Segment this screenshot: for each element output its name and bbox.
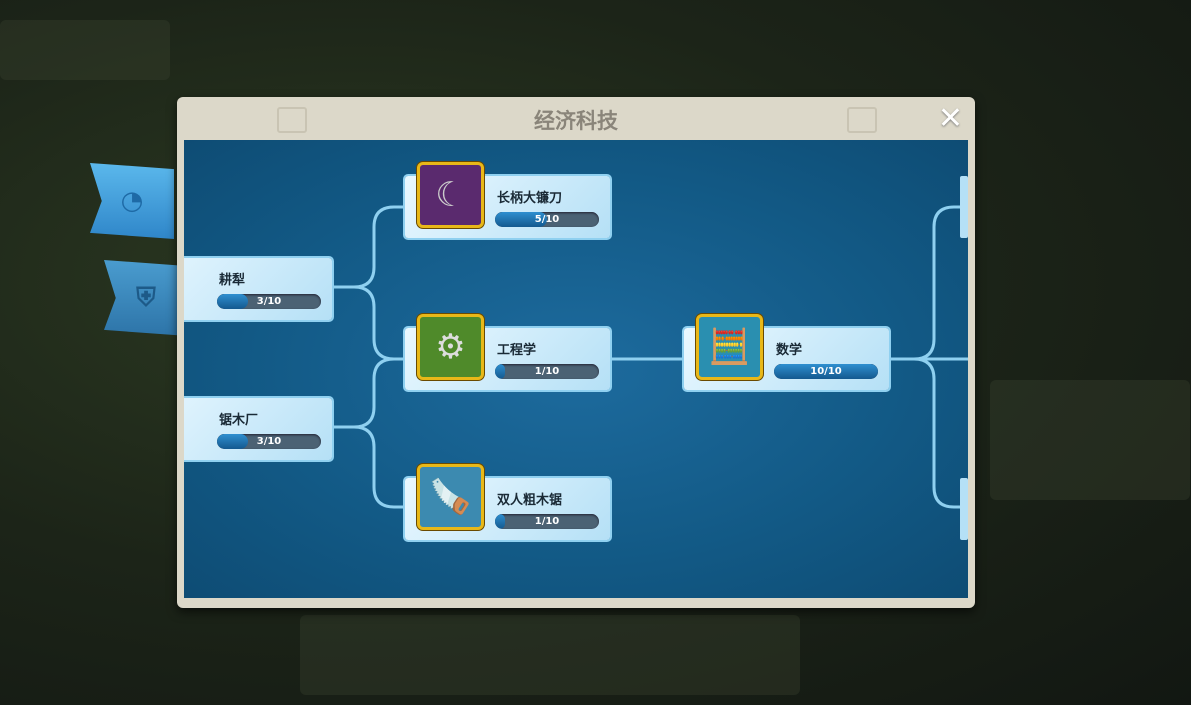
offscreen-tech-card[interactable] [960,478,968,540]
connector-line [913,205,960,361]
connector-line [913,357,960,509]
tech-name: 锯木厂 [219,413,259,428]
tech-level: 3/10 [256,436,282,447]
tech-window: 经济科技 ✕ ⚒ 耕犁 3/10 🪵 锯木厂 3/10 ☾ 长柄大镰刀 5/10… [177,97,975,608]
connector-line [332,285,405,361]
offscreen-tech-card[interactable] [960,176,968,238]
tab-economy[interactable]: ◔ [90,163,174,239]
tab-military[interactable]: ⛨ [104,260,188,336]
tech-card-plow[interactable]: ⚒ 耕犁 3/10 [184,258,332,320]
close-icon[interactable]: ✕ [937,101,963,136]
background-building [300,615,800,695]
abacus-icon: 🧮 [696,314,763,380]
tech-card-sawmill[interactable]: 🪵 锯木厂 3/10 [184,398,332,460]
progress-bar: 1/10 [495,364,599,379]
tech-name: 耕犁 [219,273,246,288]
ornament [277,107,307,133]
coin-clock-icon: ◔ [120,186,144,216]
connector-line [332,425,405,509]
tech-card-engineering[interactable]: ⚙ 工程学 1/10 [405,314,610,390]
sword-shield-icon: ⛨ [136,282,156,313]
tech-level: 10/10 [810,366,842,377]
progress-bar: 3/10 [217,294,321,309]
ornament [847,107,877,133]
tech-level: 1/10 [534,516,560,527]
saw-icon: 🪚 [417,464,484,530]
tech-card-two-man-saw[interactable]: 🪚 双人粗木锯 1/10 [405,464,610,540]
tech-name: 工程学 [497,343,537,358]
tech-tree[interactable]: ⚒ 耕犁 3/10 🪵 锯木厂 3/10 ☾ 长柄大镰刀 5/10 ⚙ 工程学 … [184,140,968,598]
window-title: 经济科技 [534,109,618,133]
gears-icon: ⚙ [417,314,484,380]
tech-name: 长柄大镰刀 [497,191,563,206]
progress-bar: 10/10 [774,364,878,379]
tech-level: 5/10 [534,214,560,225]
tech-name: 数学 [776,343,803,358]
tech-name: 双人粗木锯 [497,493,563,508]
progress-bar: 1/10 [495,514,599,529]
background-building [0,20,170,80]
tech-card-math[interactable]: 🧮 数学 10/10 [684,314,889,390]
connector-line [332,205,405,289]
connector-line [332,357,395,429]
background-building [990,380,1190,500]
tech-card-scythe[interactable]: ☾ 长柄大镰刀 5/10 [405,162,610,238]
tech-level: 3/10 [256,296,282,307]
tech-level: 1/10 [534,366,560,377]
tech-connectors [332,205,968,509]
progress-bar: 5/10 [495,212,599,227]
progress-bar: 3/10 [217,434,321,449]
scythe-icon: ☾ [417,162,484,228]
